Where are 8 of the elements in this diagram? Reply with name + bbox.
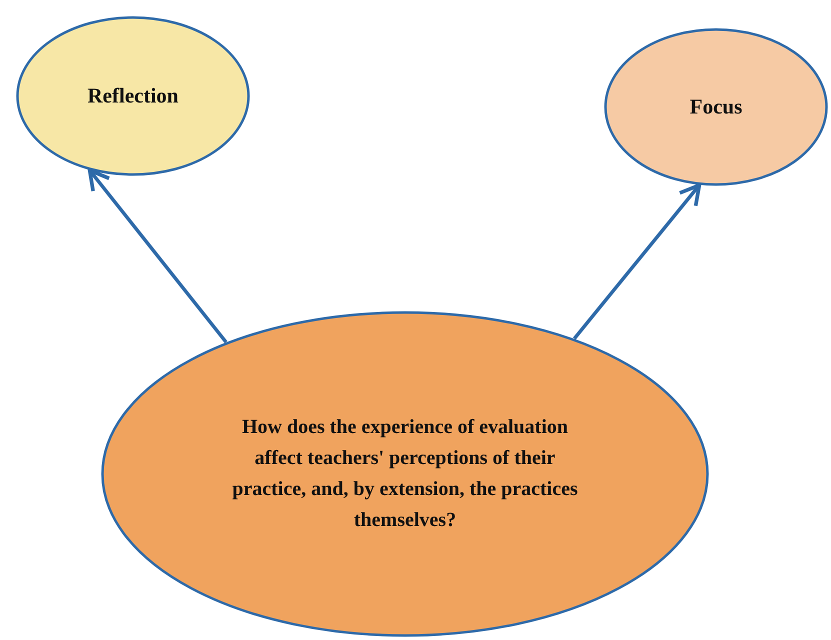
node-label: Focus: [688, 94, 744, 121]
arrow: [88, 168, 228, 344]
ellipse-node: [604, 28, 828, 186]
ellipse-node: [101, 311, 709, 637]
arrow: [572, 183, 702, 340]
node-label: How does the experience of evaluation affect teachers' perceptions of their practice, and, by extension, the practices themselves?: [231, 415, 579, 533]
ellipse-node: [16, 16, 250, 176]
node-label: Reflection: [86, 82, 180, 110]
